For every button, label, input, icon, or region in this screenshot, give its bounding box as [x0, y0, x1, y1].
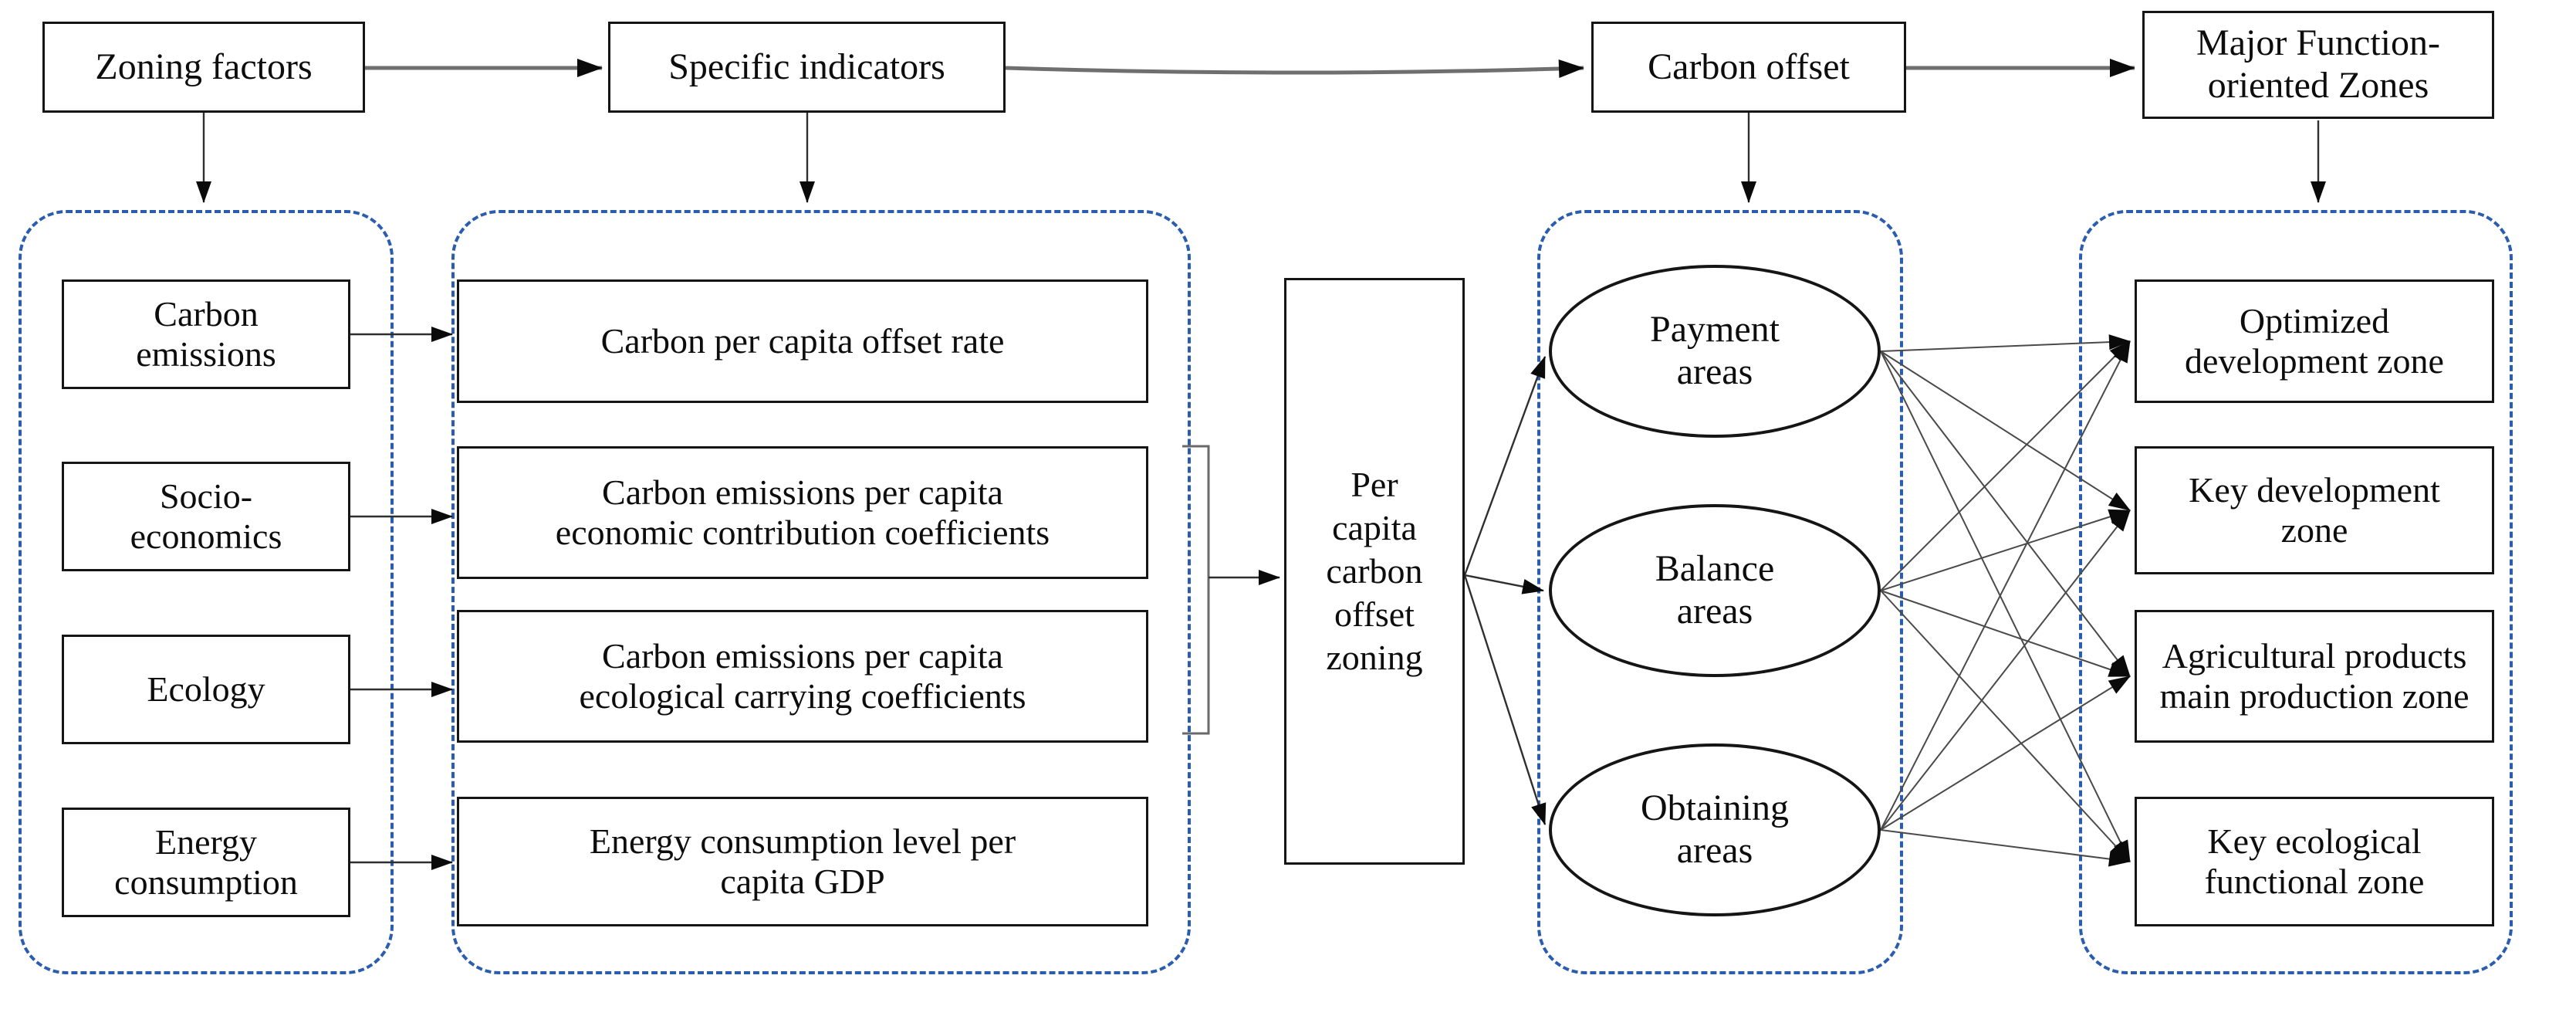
factor-indicator-arrows	[350, 327, 453, 870]
node-economic-contribution-coefficients: Carbon emissions per capita economic con…	[457, 446, 1148, 579]
area-zone-links	[1880, 334, 2131, 867]
node-carbon-offset: Carbon offset	[1591, 22, 1906, 113]
node-ecological-carrying-coefficients: Carbon emissions per capita ecological c…	[457, 610, 1148, 743]
node-energy-consumption: Energy consumption	[62, 808, 350, 917]
node-per-capita-carbon-offset-zoning: Per capita carbon offset zoning	[1284, 278, 1465, 865]
node-obtaining-areas: Obtaining areas	[1549, 743, 1881, 916]
node-zoning-factors: Zoning factors	[42, 22, 365, 113]
node-carbon-per-capita-offset-rate: Carbon per capita offset rate	[457, 279, 1148, 403]
zones-group-outline	[2079, 210, 2513, 974]
top-row-arrows	[365, 59, 2135, 79]
indicator-bracket	[1182, 445, 1280, 735]
factors-group-outline	[19, 210, 394, 974]
node-agricultural-products-zone: Agricultural products main production zo…	[2135, 610, 2494, 743]
process-fan-arrows	[1463, 356, 1547, 825]
node-specific-indicators: Specific indicators	[608, 22, 1006, 113]
node-socio-economics: Socio- economics	[62, 462, 350, 571]
node-ecology: Ecology	[62, 635, 350, 744]
node-payment-areas: Payment areas	[1549, 265, 1881, 438]
group-entry-arrows	[196, 113, 2326, 203]
node-key-development-zone: Key development zone	[2135, 446, 2494, 574]
indicators-group-outline	[451, 210, 1191, 974]
node-carbon-emissions: Carbon emissions	[62, 279, 350, 389]
node-balance-areas: Balance areas	[1549, 504, 1881, 677]
node-key-ecological-functional-zone: Key ecological functional zone	[2135, 797, 2494, 926]
node-energy-consumption-level-gdp: Energy consumption level per capita GDP	[457, 797, 1148, 926]
node-optimized-development-zone: Optimized development zone	[2135, 279, 2494, 403]
node-major-function-oriented-zones: Major Function- oriented Zones	[2142, 11, 2494, 119]
